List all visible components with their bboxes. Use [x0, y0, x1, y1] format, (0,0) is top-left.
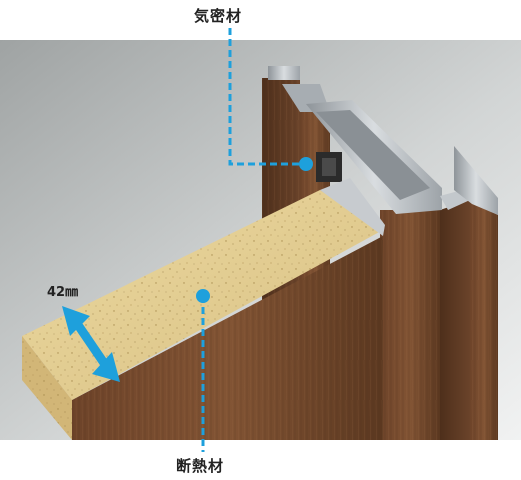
double-arrow-icon: [62, 306, 120, 382]
airtight-material-label: 気密材: [194, 7, 243, 25]
insulation-callout: [196, 289, 210, 452]
aluminum-frame-profile: [268, 66, 498, 215]
door-leaf-panel: [72, 236, 383, 440]
insulation-material-label: 断熱材: [176, 457, 225, 475]
thickness-dimension-label: 42㎜: [47, 285, 79, 300]
door-frame: [262, 78, 498, 440]
airtight-marker-dot: [299, 157, 313, 171]
airtight-callout: [228, 28, 313, 171]
insulation-marker-dot: [196, 289, 210, 303]
